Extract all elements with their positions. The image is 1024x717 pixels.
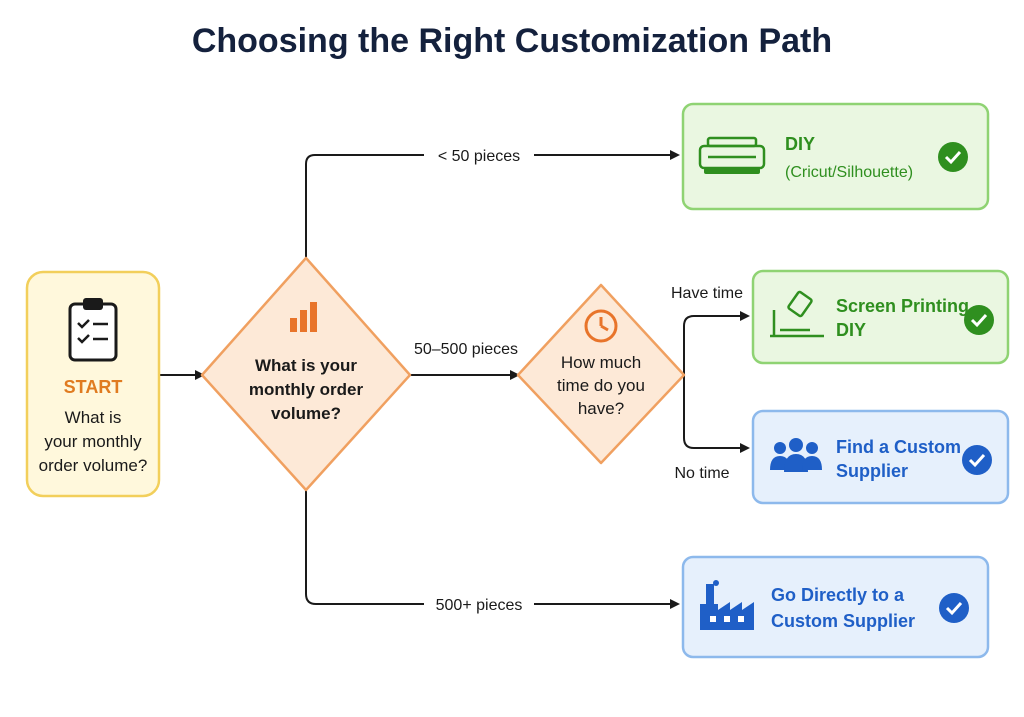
edge-label-no-time: No time bbox=[674, 465, 729, 482]
factory-icon bbox=[700, 580, 754, 630]
decision2-line-2: time do you bbox=[557, 376, 645, 395]
edge-label-mid: 50–500 pieces bbox=[414, 341, 518, 358]
supplier-line-1: Find a Custom bbox=[836, 437, 961, 457]
screen-line-1: Screen Printing bbox=[836, 296, 969, 316]
outcome-go-direct: Go Directly to a Custom Supplier bbox=[681, 555, 990, 659]
edge-no-time bbox=[683, 375, 750, 453]
cutting-machine-icon bbox=[698, 136, 766, 174]
edge-gt500 bbox=[305, 490, 424, 605]
check-circle-icon bbox=[964, 305, 994, 335]
diy-subtitle: (Cricut/Silhouette) bbox=[785, 164, 913, 181]
decision1-line-2: monthly order bbox=[249, 380, 364, 399]
check-circle-icon bbox=[938, 142, 968, 172]
decision-order-volume: What is your monthly order volume? bbox=[200, 256, 412, 492]
clock-icon bbox=[584, 309, 618, 343]
edge-lt50 bbox=[305, 154, 424, 258]
direct-line-1: Go Directly to a bbox=[771, 585, 905, 605]
check-circle-icon bbox=[962, 445, 992, 475]
clipboard-checklist-icon bbox=[68, 298, 118, 362]
screen-print-icon bbox=[770, 290, 824, 338]
supplier-line-2: Supplier bbox=[836, 461, 908, 481]
decision1-line-3: volume? bbox=[271, 404, 341, 423]
diy-title: DIY bbox=[785, 134, 815, 154]
bar-chart-icon bbox=[290, 302, 317, 332]
outcome-screen-printing: Screen Printing DIY bbox=[751, 269, 1010, 365]
start-line-2: your monthly bbox=[44, 432, 142, 451]
decision-time: How much time do you have? bbox=[516, 283, 686, 465]
outcome-find-supplier: Find a Custom Supplier bbox=[751, 409, 1010, 505]
start-node: START What is your monthly order volume? bbox=[25, 270, 161, 498]
decision2-line-1: How much bbox=[561, 353, 641, 372]
decision1-line-1: What is your bbox=[255, 356, 357, 375]
edge-have-time bbox=[683, 311, 750, 375]
direct-line-2: Custom Supplier bbox=[771, 611, 915, 631]
people-group-icon bbox=[770, 438, 822, 472]
outcome-diy: DIY (Cricut/Silhouette) bbox=[681, 102, 990, 211]
check-circle-icon bbox=[939, 593, 969, 623]
start-line-3: order volume? bbox=[39, 456, 148, 475]
edge-label-gt500: 500+ pieces bbox=[436, 597, 523, 614]
screen-line-2: DIY bbox=[836, 320, 866, 340]
start-line-1: What is bbox=[65, 408, 122, 427]
decision2-line-3: have? bbox=[578, 399, 624, 418]
edge-label-have-time: Have time bbox=[671, 285, 743, 302]
edge-label-lt50: < 50 pieces bbox=[438, 148, 520, 165]
page-title: Choosing the Right Customization Path bbox=[191, 22, 833, 60]
start-label: START bbox=[64, 377, 123, 397]
